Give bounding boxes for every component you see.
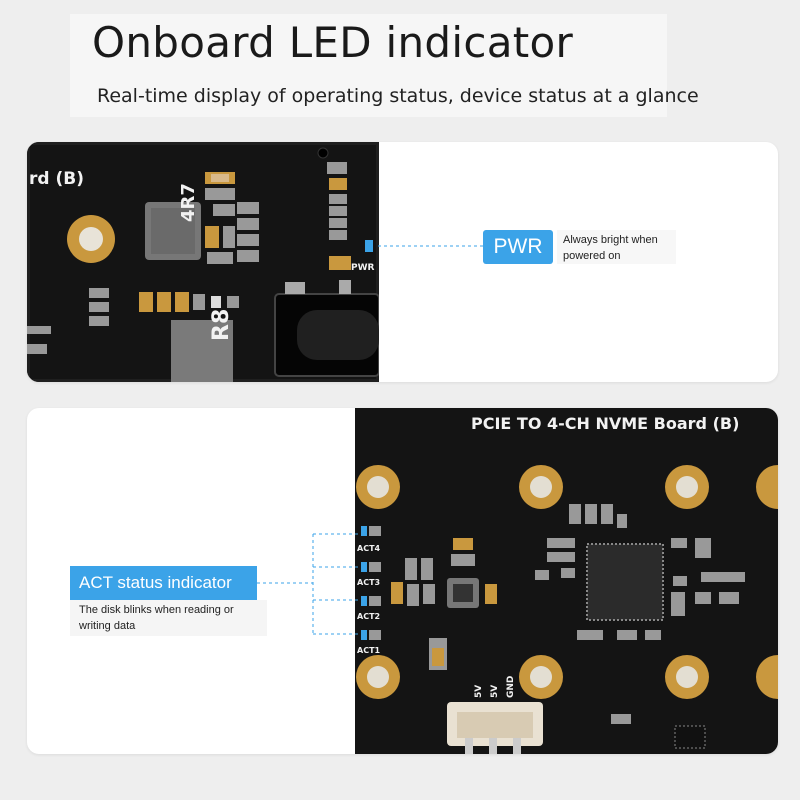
act-callout-label: ACT status indicator xyxy=(70,566,257,600)
pwr-silk-label: PWR xyxy=(351,263,375,273)
act4-silk-label: ACT4 xyxy=(357,544,381,553)
act2-led xyxy=(361,596,367,606)
act1-silk-label: ACT1 xyxy=(357,646,381,655)
act-callout-description: The disk blinks when reading or writing … xyxy=(70,600,267,636)
pwr-callout-label: PWR xyxy=(483,230,553,264)
pwr-led xyxy=(365,240,373,252)
header-panel xyxy=(70,14,667,117)
inductor-label-bottom: R8 xyxy=(209,309,234,341)
pwr-callout-description: Always bright when powered on xyxy=(557,230,676,264)
act3-led xyxy=(361,562,367,572)
pcb-image-bottom: PCIE TO 4-CH NVME Board (B) xyxy=(355,408,778,754)
act-led-card: PCIE TO 4-CH NVME Board (B) xyxy=(27,408,778,754)
header-pin-label-3: GND xyxy=(506,676,516,698)
act2-silk-label: ACT2 xyxy=(357,612,380,621)
page-title: Onboard LED indicator xyxy=(92,18,574,67)
header-pin-label-2: 5V xyxy=(490,685,500,698)
board-name: PCIE TO 4-CH NVME Board (B) xyxy=(471,414,739,433)
board-name-fragment: rd (B) xyxy=(29,169,84,189)
page-subtitle: Real-time display of operating status, d… xyxy=(97,85,699,107)
act1-led xyxy=(361,630,367,640)
act3-silk-label: ACT3 xyxy=(357,578,380,587)
act4-led xyxy=(361,526,367,536)
inductor-label-top: 4R7 xyxy=(178,183,199,222)
header-pin-label-1: 5V xyxy=(474,685,484,698)
pcb-image-top: rd (B) 4R7 PWR xyxy=(27,142,379,382)
